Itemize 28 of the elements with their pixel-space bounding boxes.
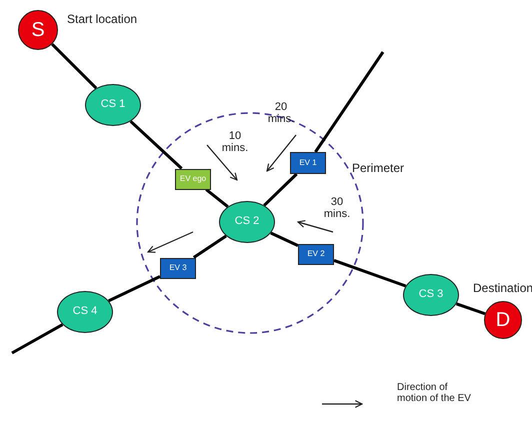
charging-station-ellipse: CS 4 [57,291,113,333]
travel-time-label: 20 mins. [266,101,296,126]
location-caption: Start location [67,13,138,26]
road-line [270,232,299,248]
road-line [130,120,183,170]
perimeter-label: Perimeter [352,162,406,176]
road-line [108,275,161,302]
road-line [192,234,227,259]
road-line [263,172,298,206]
road-line [205,188,229,208]
vehicle-box: EV 3 [160,258,196,278]
road-line [51,43,98,90]
location-caption: Destination [473,282,532,296]
travel-time-label: 30 mins. [322,196,352,220]
ego-vehicle-box: EV ego [175,168,211,190]
location-circle: S [18,10,58,50]
location-circle: D [484,301,522,339]
road-line [334,259,406,288]
charging-station-ellipse: CS 3 [403,274,459,316]
road-line [314,51,384,153]
road-line [11,323,64,354]
legend-text: Direction of motion of the EV [397,382,472,404]
vehicle-box: EV 2 [298,244,334,264]
vehicle-box: EV 1 [290,152,326,174]
charging-station-ellipse: CS 2 [219,201,275,243]
road-line [456,302,486,316]
travel-time-label: 10 mins. [220,130,250,154]
charging-station-ellipse: CS 1 [85,84,141,126]
